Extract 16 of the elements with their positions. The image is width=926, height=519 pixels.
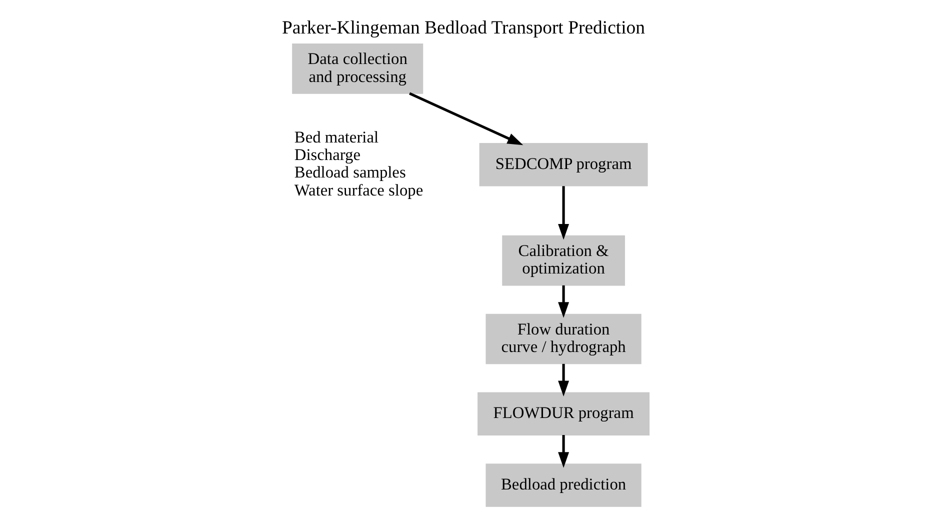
diagram-title: Parker-Klingeman Bedload Transport Prediction [281, 16, 645, 38]
node-label: Bedload samples [294, 162, 406, 182]
arrow [558, 186, 569, 240]
node-label: Discharge [294, 144, 360, 164]
node-box: FLOWDUR program [477, 392, 650, 436]
node-box: Flow duration curve / hydrograph [485, 313, 641, 364]
node-box: Calibration & optimization [502, 234, 624, 286]
node-label: Bed material [294, 127, 378, 146]
node-box: SEDCOMP program [478, 142, 648, 186]
arrow [408, 92, 523, 145]
node-label: Water surface slope [294, 180, 423, 199]
arrow [558, 363, 569, 396]
arrow [558, 434, 569, 468]
arrow [558, 284, 569, 318]
node-box: Data collection and processing [292, 43, 423, 94]
node-box: Bedload prediction [485, 463, 641, 506]
